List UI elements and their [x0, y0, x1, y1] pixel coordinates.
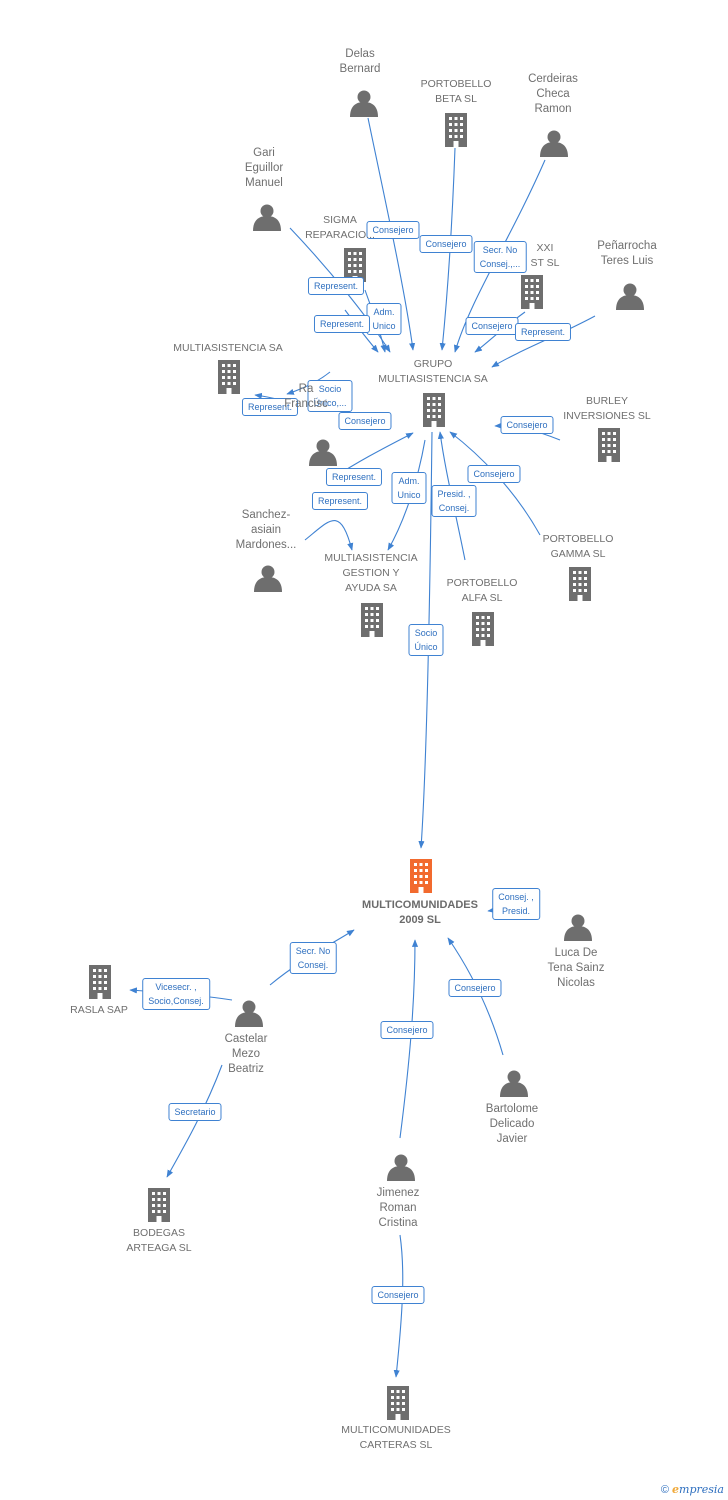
person-icon[interactable] [309, 439, 337, 467]
building-icon[interactable] [148, 1188, 170, 1222]
relation-label[interactable]: Represent. [313, 315, 371, 333]
relation-label[interactable]: Consejero [465, 317, 519, 335]
node-label-bodegas[interactable]: BODEGAS ARTEAGA SL [126, 1227, 192, 1254]
relation-label[interactable]: Socio Único [408, 624, 444, 656]
relation-edge [166, 1064, 223, 1178]
node-label-palfa[interactable]: PORTOBELLO ALFA SL [446, 577, 518, 604]
person-icon[interactable] [564, 914, 592, 942]
copyright-icon: © [660, 1484, 669, 1496]
person-icon[interactable] [387, 1154, 415, 1182]
node-label-sigma[interactable]: SIGMA REPARACIO... [305, 214, 375, 241]
relation-label[interactable]: Consejero [366, 221, 420, 239]
relation-edge [439, 147, 456, 351]
building-icon[interactable] [387, 1386, 409, 1420]
building-icon[interactable] [89, 965, 111, 999]
relation-label[interactable]: Represent. [307, 277, 365, 295]
person-icon[interactable] [500, 1070, 528, 1098]
node-label-jimenez[interactable]: Jimenez Roman Cristina [376, 1187, 420, 1229]
relation-label[interactable]: Adm. Unico [391, 472, 427, 504]
relation-label[interactable]: Secretario [168, 1103, 222, 1121]
building-icon[interactable] [472, 612, 494, 646]
node-label-luca[interactable]: Luca De Tena Sainz Nicolas [547, 947, 605, 989]
relation-label[interactable]: Represent. [325, 468, 383, 486]
node-label-multicom[interactable]: MULTICOMUNIDADES 2009 SL [362, 899, 478, 926]
relation-label[interactable]: Consejero [371, 1286, 425, 1304]
relation-edge [449, 431, 541, 536]
relation-label[interactable]: Consejero [338, 412, 392, 430]
relation-label[interactable]: Represent. [311, 492, 369, 510]
relation-edge [304, 520, 354, 551]
relation-edge [474, 311, 526, 353]
node-label-francisco[interactable]: Ra Francisc [284, 383, 328, 410]
person-icon[interactable] [254, 565, 282, 593]
relation-edge [344, 309, 379, 353]
node-label-burley[interactable]: BURLEY INVERSIONES SL [563, 395, 651, 422]
relation-label[interactable]: Adm. Unico [366, 303, 402, 335]
node-label-grupo[interactable]: GRUPO MULTIASISTENCIA SA [378, 358, 488, 385]
relation-label[interactable]: Consejero [419, 235, 473, 253]
building-icon[interactable] [218, 360, 240, 394]
building-icon[interactable] [445, 113, 467, 147]
person-icon[interactable] [253, 204, 281, 232]
relation-edge [367, 117, 416, 351]
relation-label[interactable]: Secr. No Consej.,... [473, 241, 527, 273]
relation-edge [418, 431, 433, 849]
node-label-gari[interactable]: Gari Eguillor Manuel [244, 147, 284, 189]
node-label-mcarteras[interactable]: MULTICOMUNIDADES CARTERAS SL [341, 1424, 451, 1451]
relation-label[interactable]: Consej. , Presid. [492, 888, 540, 920]
person-icon[interactable] [540, 130, 568, 158]
node-label-castelar[interactable]: Castelar Mezo Beatriz [224, 1033, 268, 1075]
node-label-rasla[interactable]: RASLA SAP [70, 1004, 128, 1016]
node-label-sanchez[interactable]: Sanchez- asiain Mardones... [235, 509, 297, 551]
building-icon[interactable] [410, 859, 432, 893]
node-label-pbeta[interactable]: PORTOBELLO BETA SL [420, 78, 492, 105]
relation-label[interactable]: Represent. [514, 323, 572, 341]
relation-label[interactable]: Consejero [380, 1021, 434, 1039]
node-label-delas[interactable]: Delas Bernard [339, 48, 381, 75]
relation-label[interactable]: Consejero [467, 465, 521, 483]
building-icon[interactable] [361, 603, 383, 637]
brand-logo[interactable]: empresia [672, 1483, 724, 1496]
relation-edge [491, 315, 596, 368]
building-icon[interactable] [423, 393, 445, 427]
node-label-pgamma[interactable]: PORTOBELLO GAMMA SL [542, 533, 614, 560]
node-label-multiasis[interactable]: MULTIASISTENCIA SA [173, 342, 283, 354]
node-label-xxi[interactable]: XXI ST SL [530, 242, 560, 269]
building-icon[interactable] [569, 567, 591, 601]
relation-edge [393, 1234, 404, 1378]
node-label-penarrocha[interactable]: Peñarrocha Teres Luis [597, 240, 657, 267]
relation-label[interactable]: Consejero [448, 979, 502, 997]
relation-label[interactable]: Secr. No Consej. [289, 942, 337, 974]
person-icon[interactable] [235, 1000, 263, 1028]
building-icon[interactable] [598, 428, 620, 462]
relation-label[interactable]: Vicesecr. , Socio,Consej. [142, 978, 210, 1010]
relation-label[interactable]: Represent. [241, 398, 299, 416]
node-label-mgestion[interactable]: MULTIASISTENCIA GESTION Y AYUDA SA [324, 552, 418, 594]
node-label-cerdeiras[interactable]: Cerdeiras Checa Ramon [528, 73, 578, 115]
node-label-bartolome[interactable]: Bartolome Delicado Javier [485, 1103, 539, 1145]
relation-label[interactable]: Consejero [500, 416, 554, 434]
relation-edge [399, 939, 419, 1139]
person-icon[interactable] [350, 90, 378, 118]
footer-credit: © empresia [661, 1483, 724, 1496]
building-icon[interactable] [521, 275, 543, 309]
relation-label[interactable]: Presid. , Consej. [431, 485, 477, 517]
person-icon[interactable] [616, 283, 644, 311]
relation-label[interactable]: Socio Único,... [307, 380, 353, 412]
